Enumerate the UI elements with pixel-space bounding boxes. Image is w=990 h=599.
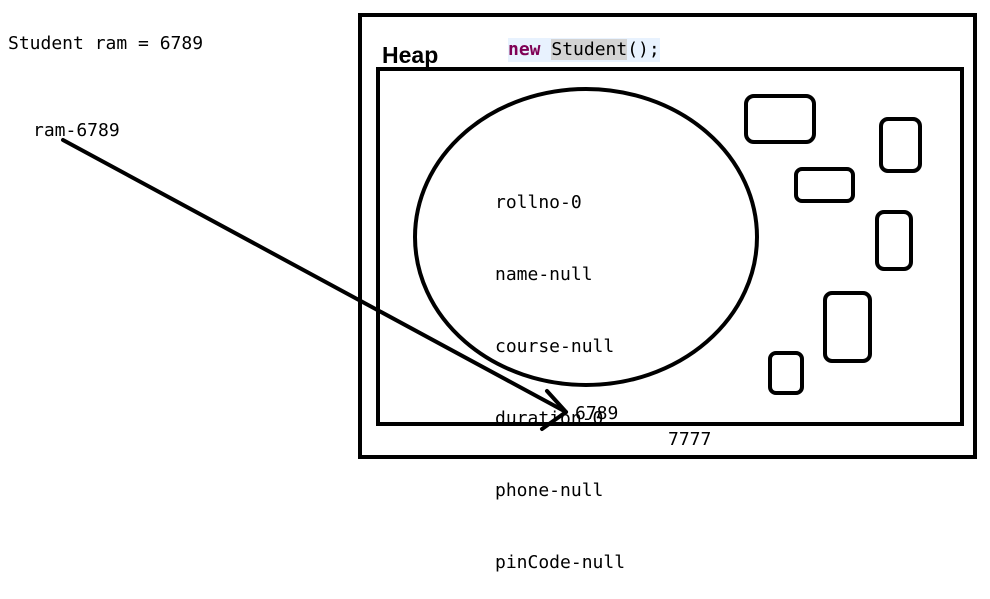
reference-arrow-line: [61, 138, 568, 414]
object-field: duration-0: [495, 408, 604, 429]
object-field: phone-null: [495, 480, 604, 501]
code-class-name: Student: [551, 39, 628, 60]
other-object-block: [768, 351, 804, 395]
code-keyword: new: [508, 39, 541, 60]
other-object-block: [879, 117, 922, 173]
heap-diagram: [61, 13, 977, 459]
object-field: rollno-0: [495, 192, 582, 213]
other-object-block: [823, 291, 872, 363]
other-object-block: [875, 210, 913, 271]
reference-variable-label: ram-6789: [33, 120, 120, 141]
heap-outer-box: [358, 13, 977, 459]
other-object-block: [794, 167, 855, 203]
code-suffix: ();: [627, 39, 660, 60]
heap-inner-box: [376, 67, 964, 426]
object-address-label: 6789: [575, 403, 619, 424]
heap-address-label: 7777: [668, 429, 712, 450]
reference-arrow-head: [540, 389, 568, 431]
reference-declaration: Student ram = 6789: [8, 33, 204, 54]
object-field: course-null: [495, 336, 615, 357]
object-field: name-null: [495, 264, 593, 285]
other-object-block: [744, 94, 816, 144]
object-field-list: rollno-0 name-null course-null duration-…: [495, 143, 625, 599]
new-student-code: new Student();: [508, 38, 660, 62]
heap-title: Heap: [382, 42, 439, 68]
student-object-ellipse: [413, 87, 759, 387]
object-field: pinCode-null: [495, 552, 626, 573]
